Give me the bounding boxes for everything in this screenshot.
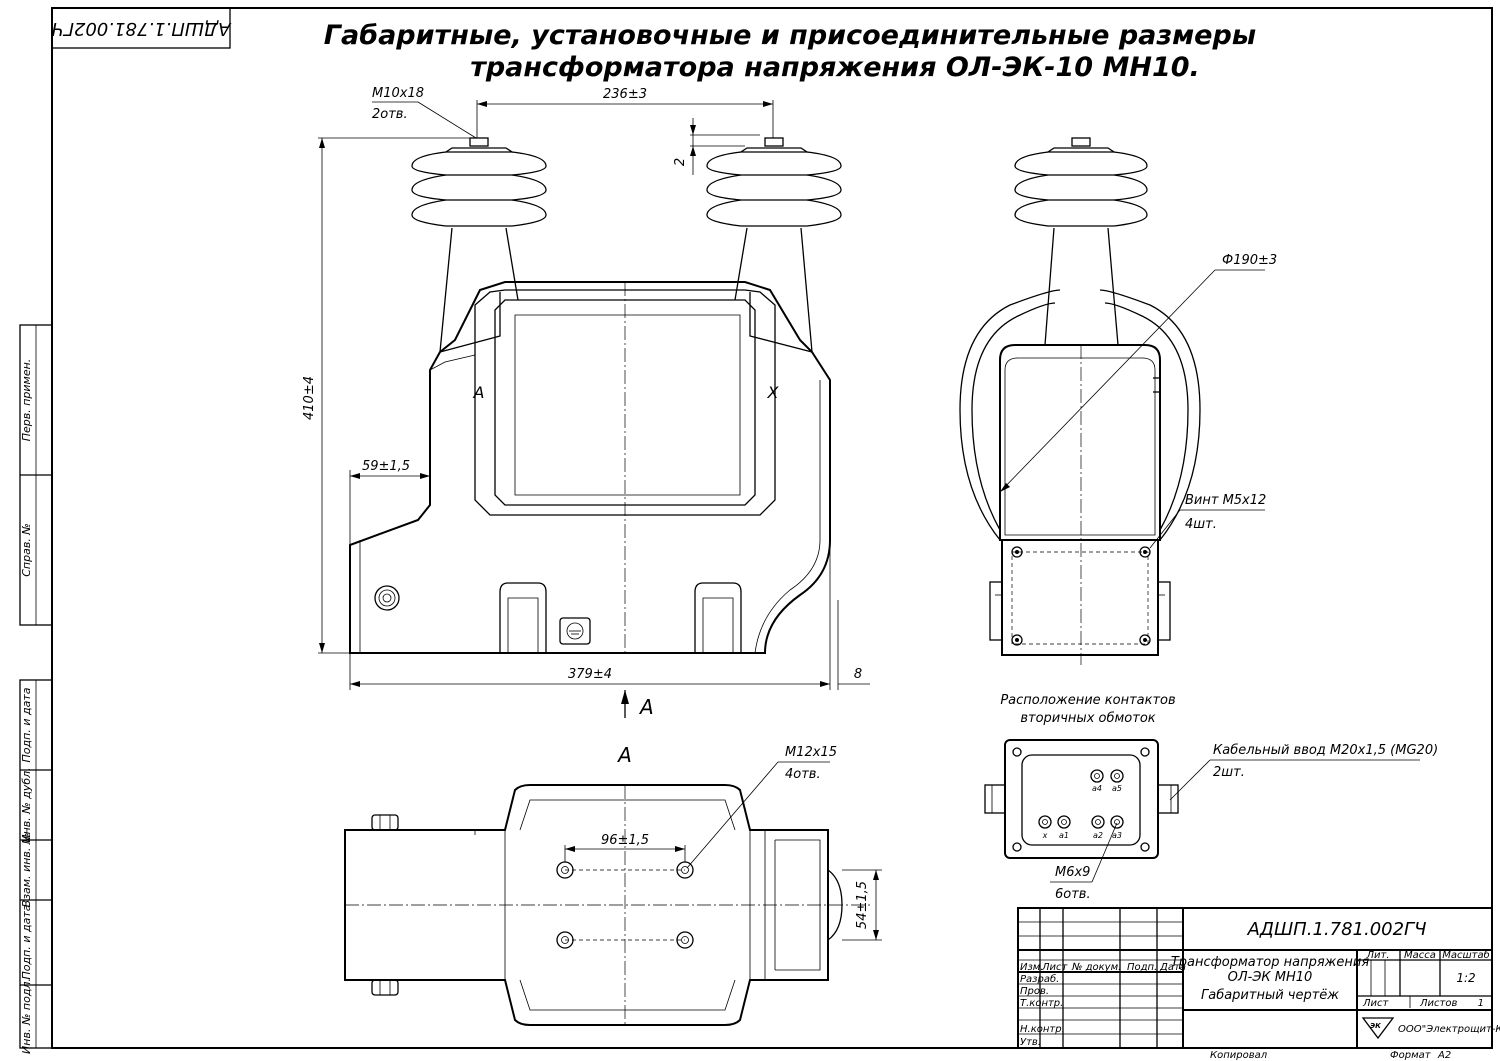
tb-row-nkontr: Н.контр. <box>1020 1024 1065 1035</box>
tb-name-line1: Трансформатор напряжения <box>1171 955 1370 970</box>
side-view: Ф190±3 Винт М5х12 4шт. <box>959 137 1277 665</box>
tb-row-razrab: Разраб. <box>1020 973 1059 985</box>
tb-name-line3: Габаритный чертёж <box>1201 988 1339 1003</box>
tb-scale-label: Масштаб <box>1442 949 1490 961</box>
contact-a5: a5 <box>1112 784 1122 793</box>
side-label-perv: Перв. примен. <box>20 359 33 442</box>
company-logo-icon <box>1361 1017 1395 1040</box>
front-dim-span: 236±3 <box>603 87 647 102</box>
contacts-screw-label: М6х9 <box>1055 865 1090 880</box>
rotated-doc-code: АДШП.1.781.002ГЧ <box>52 18 232 39</box>
side-label-podl: Инв. № подл. <box>20 978 33 1054</box>
tb-sheets-count: 1 <box>1478 998 1484 1009</box>
drawing-title-line2: трансформатора напряжения ОЛ-ЭК-10 МН10. <box>470 52 1200 83</box>
side-screw-qty: 4шт. <box>1185 517 1217 532</box>
rotated-code-box <box>51 7 231 49</box>
bottom-view: А 96±1,5 <box>344 743 882 1026</box>
title-block-code: АДШП.1.781.002ГЧ <box>1247 919 1427 940</box>
side-label-vzam: Взам. инв. № <box>20 833 33 908</box>
tb-format-label: Формат <box>1390 1050 1432 1061</box>
contacts-title-line2: вторичных обмоток <box>1020 711 1155 726</box>
tb-row-tkontr: Т.контр. <box>1020 998 1063 1009</box>
side-label-dubl: Инв. № дубл. <box>20 767 33 842</box>
side-label-sprav: Справ. № <box>20 523 33 577</box>
front-dim-offset: 8 <box>854 667 862 682</box>
front-dim-gap: 2 <box>673 158 688 166</box>
bottom-view-title: А <box>616 743 632 767</box>
tb-name-line2: ОЛ-ЭК МН10 <box>1228 970 1313 985</box>
contact-x: x <box>1042 831 1048 840</box>
front-dim-height: 410±4 <box>302 376 317 420</box>
bottom-dim-thread-qty: 4отв. <box>785 767 821 782</box>
tb-company: ООО"Электрощит-К" <box>1398 1024 1500 1035</box>
front-dim-flange: 59±1,5 <box>362 459 410 474</box>
front-view-arrow-label: А <box>638 695 654 719</box>
tb-col-list: Лист <box>1041 962 1069 973</box>
side-stamp: Перв. примен. Справ. № Подп. и дата Инв.… <box>19 324 53 1054</box>
tb-col-date: Дата <box>1159 962 1186 973</box>
contacts-view: Расположение контактов вторичных обмоток… <box>984 693 1438 902</box>
bottom-dim-depth: 54±1,5 <box>855 881 870 929</box>
tb-copied: Копировал <box>1210 1050 1268 1061</box>
drawing-title-line1: Габаритные, установочные и присоединител… <box>324 20 1256 51</box>
tb-sheets: Листов <box>1419 998 1457 1009</box>
tb-lit: Лит. <box>1365 950 1389 961</box>
contacts-screw-qty: 6отв. <box>1055 887 1091 902</box>
tb-format: А2 <box>1437 1050 1451 1061</box>
svg-text:ЭК: ЭК <box>1370 1022 1381 1030</box>
contacts-cable-label: Кабельный ввод М20х1,5 (MG20) <box>1213 743 1438 758</box>
contacts-title-line1: Расположение контактов <box>1000 693 1175 708</box>
front-dim-width: 379±4 <box>568 667 612 682</box>
tb-row-utv: Утв. <box>1020 1037 1041 1048</box>
tb-mass: Масса <box>1404 950 1436 961</box>
tb-scale: 1:2 <box>1456 971 1475 985</box>
tb-col-sign: Подп. <box>1127 962 1157 973</box>
contact-a2: a2 <box>1093 831 1103 840</box>
tb-col-izm: Изм. <box>1020 962 1044 973</box>
contact-a1: a1 <box>1059 831 1069 840</box>
front-right-insulator <box>706 137 842 353</box>
front-terminal-a: А <box>473 383 485 402</box>
contact-a4: a4 <box>1092 784 1102 793</box>
side-screw-label: Винт М5х12 <box>1185 493 1266 508</box>
sheet-frame <box>51 7 1493 1049</box>
front-view: А Х 236±3 М10х18 2отв. 2 410±4 59±1,5 <box>302 86 870 719</box>
title-block: АДШП.1.781.002ГЧ Изм. Лист № докум. Подп… <box>1017 907 1500 1061</box>
tb-col-doc: № докум. <box>1071 962 1121 973</box>
front-dim-thread-qty: 2отв. <box>372 107 408 122</box>
side-label-podp1: Подп. и дата <box>20 687 33 762</box>
contact-a3: a3 <box>1112 831 1122 840</box>
front-dim-thread: М10х18 <box>372 86 424 101</box>
contacts-cable-qty: 2шт. <box>1213 765 1245 780</box>
front-left-insulator <box>411 137 547 353</box>
bottom-dim-pitch: 96±1,5 <box>601 833 649 848</box>
front-terminal-x: Х <box>767 383 780 402</box>
bottom-dim-thread: М12х15 <box>785 745 837 760</box>
side-dim-diameter: Ф190±3 <box>1222 253 1277 268</box>
tb-sheet: Лист <box>1362 998 1390 1009</box>
side-label-podp2: Подп. и дата <box>20 904 33 979</box>
tb-row-prov: Пров. <box>1020 986 1049 997</box>
